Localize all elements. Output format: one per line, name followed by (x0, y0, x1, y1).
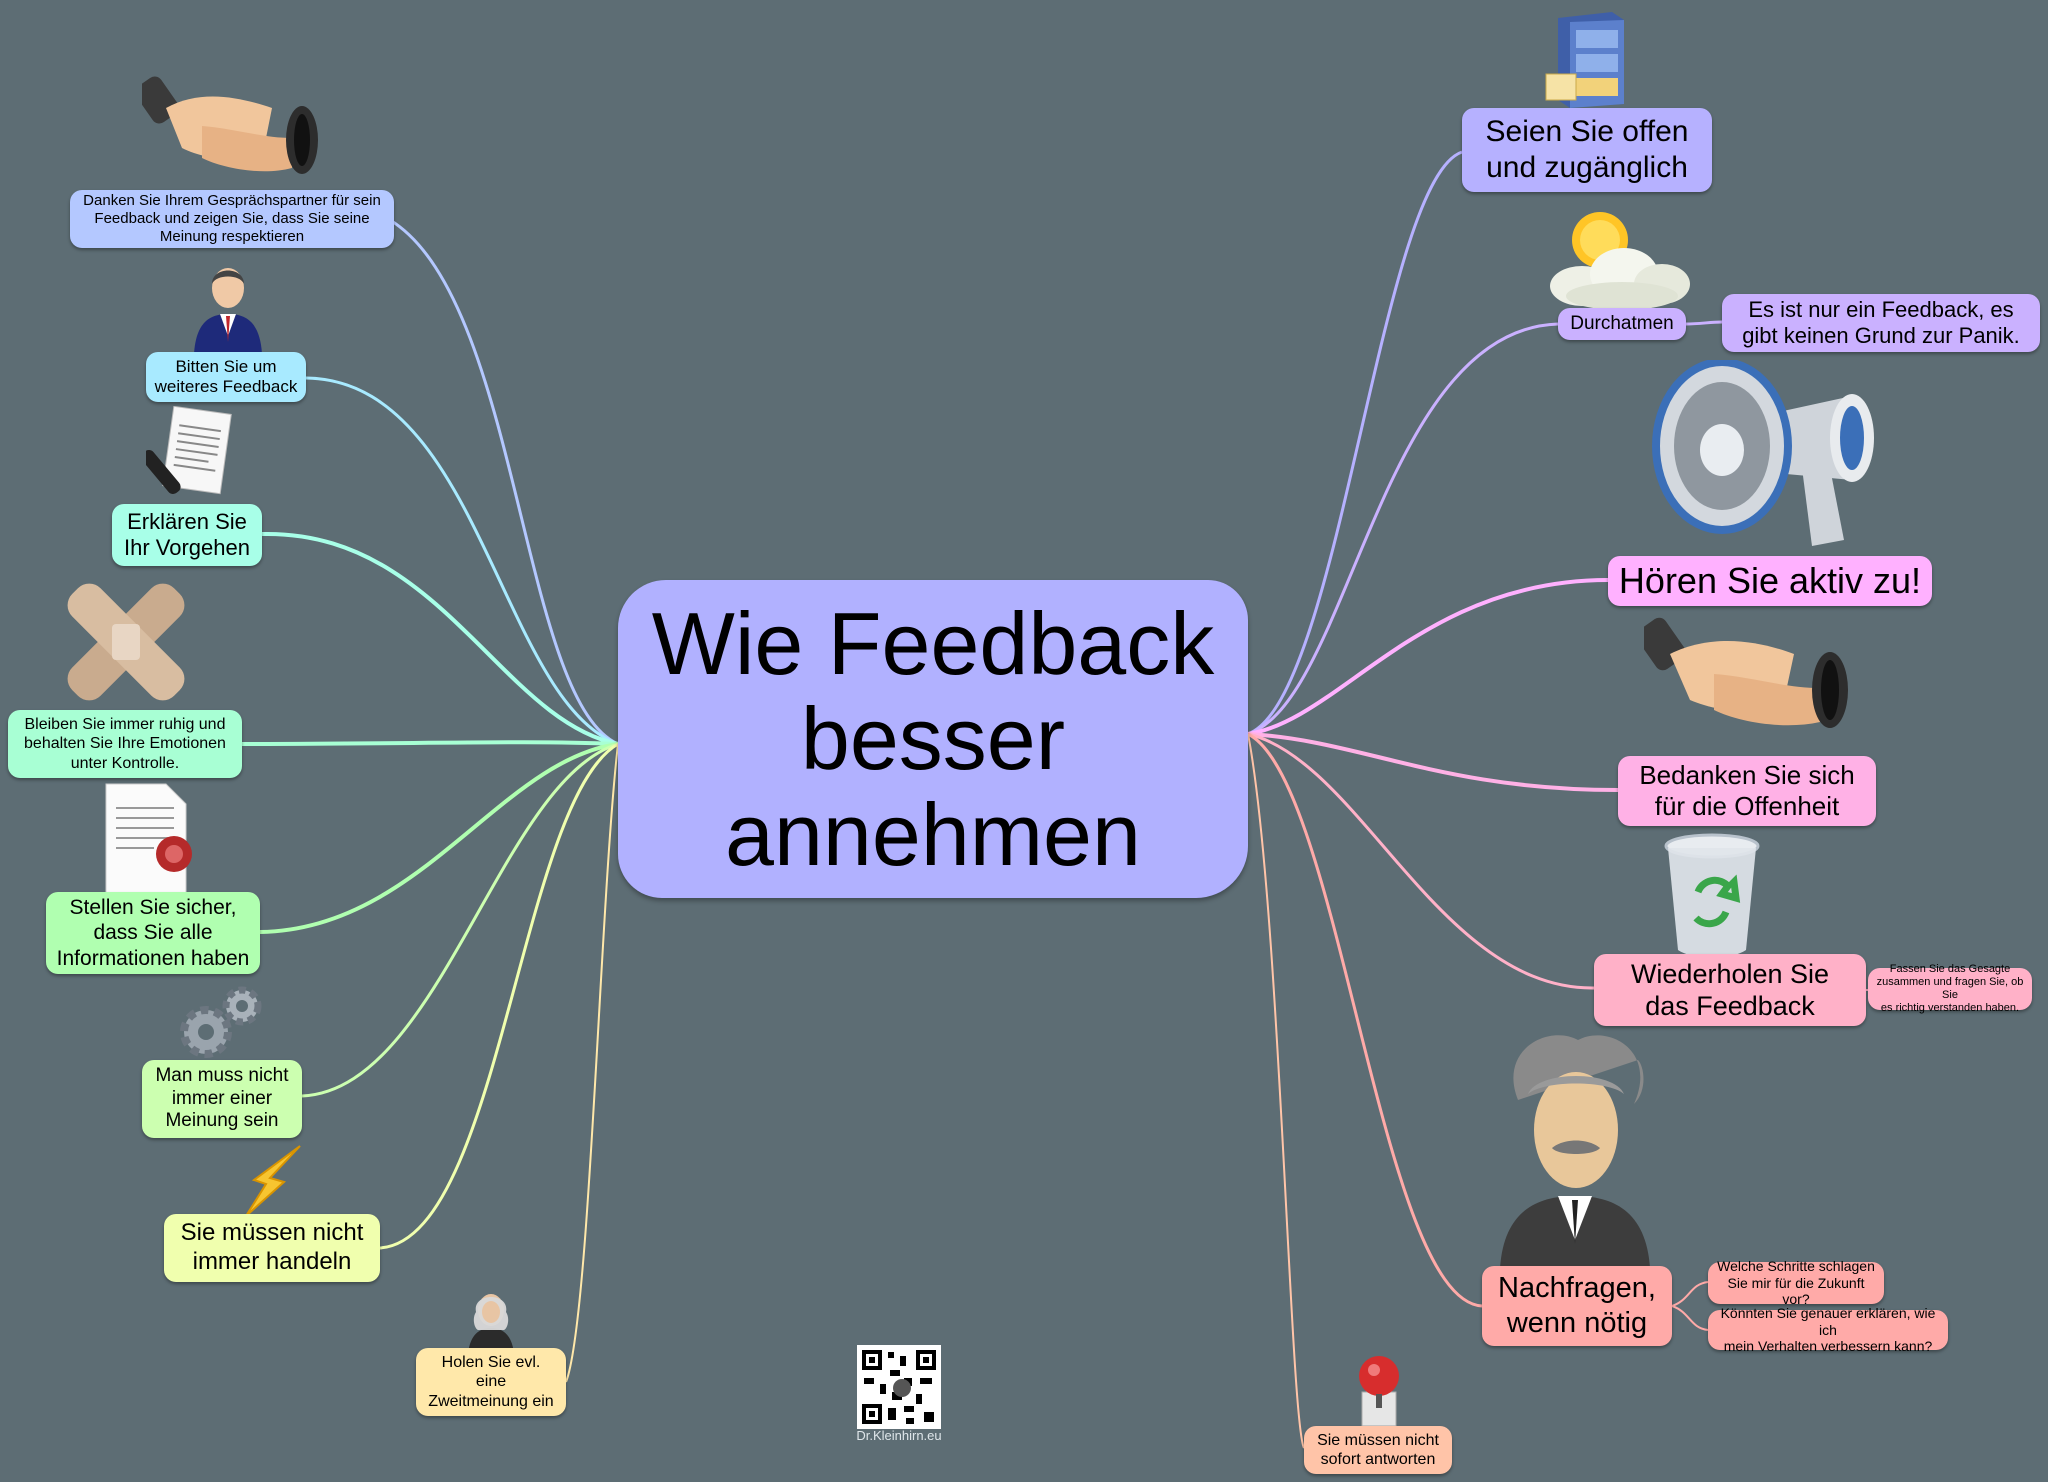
branch-right-repeat-feedback[interactable]: Wiederholen Sie das Feedback (1594, 954, 1866, 1026)
qr-code-icon (857, 1345, 941, 1429)
judge-icon (468, 1294, 514, 1354)
businessman-icon (194, 268, 262, 354)
connector-right-7 (1247, 733, 1305, 1449)
note-just-feedback[interactable]: Es ist nur ein Feedback, es gibt keinen … (1722, 294, 2040, 352)
handshake-icon-right (1644, 617, 1848, 728)
note-next-steps-question[interactable]: Welche Schritte schlagen Sie mir für die… (1708, 1258, 1884, 1307)
connector-left-6 (301, 742, 619, 1098)
einstein-icon (1500, 1035, 1650, 1268)
megaphone-icon (1652, 360, 1874, 546)
connector-left-3 (261, 531, 619, 746)
branch-left-stay-calm[interactable]: Bleiben Sie immer ruhig und behalten Sie… (8, 710, 242, 778)
central-topic[interactable]: Wie Feedback besser annehmen (618, 580, 1248, 898)
note-summarize[interactable]: Fassen Sie das Gesagte zusammen und frag… (1868, 963, 2032, 1014)
connector-left-2 (305, 376, 619, 746)
connector-right-3 (1247, 578, 1609, 736)
handshake-icon (142, 76, 318, 174)
connector-note-nachfragen-1 (1671, 1281, 1709, 1307)
lightning-icon (245, 1145, 301, 1217)
branch-left-no-need-to-act[interactable]: Sie müssen nicht immer handeln (164, 1214, 380, 1282)
branch-left-thank-partner[interactable]: Danken Sie Ihrem Gesprächspartner für se… (70, 190, 394, 248)
branch-right-no-immediate-answer[interactable]: Sie müssen nicht sofort antworten (1304, 1426, 1452, 1474)
branch-left-ask-more-feedback[interactable]: Bitten Sie um weiteres Feedback (146, 352, 306, 402)
recycle-bin-icon (1664, 833, 1760, 958)
branch-right-ask-if-needed[interactable]: Nachfragen, wenn nötig (1482, 1266, 1672, 1346)
branch-right-listen-actively[interactable]: Hören Sie aktiv zu! (1608, 556, 1932, 606)
connector-right-6 (1247, 732, 1483, 1308)
gears-icon (180, 986, 262, 1058)
connector-left-4 (241, 740, 619, 746)
connector-left-1 (389, 218, 619, 746)
branch-left-second-opinion[interactable]: Holen Sie evl. eine Zweitmeinung ein (416, 1348, 566, 1416)
connector-note-durchatmen (1685, 320, 1723, 326)
connector-right-5 (1247, 732, 1595, 990)
branch-left-explain-approach[interactable]: Erklären Sie Ihr Vorgehen (112, 504, 262, 566)
note-explain-more-question[interactable]: Könnten Sie genauer erklären, wie ich me… (1708, 1305, 1948, 1354)
qr-caption: Dr.Kleinhirn.eu (856, 1428, 942, 1443)
connector-left-5 (259, 742, 619, 934)
branch-left-disagree-ok[interactable]: Man muss nicht immer einer Meinung sein (142, 1060, 302, 1138)
branch-right-thank-for-openness[interactable]: Bedanken Sie sich für die Offenheit (1618, 756, 1876, 826)
alarm-bell-icon (1359, 1356, 1399, 1426)
connector-left-8 (565, 743, 619, 1383)
connector-right-2 (1247, 322, 1559, 736)
branch-right-be-open[interactable]: Seien Sie offen und zugänglich (1462, 108, 1712, 192)
certificate-icon (105, 783, 192, 895)
branch-right-breathe[interactable]: Durchatmen (1558, 308, 1686, 340)
sun-clouds-icon (1550, 212, 1690, 310)
connector-right-1 (1247, 150, 1463, 736)
filing-cabinet-icon (1545, 12, 1624, 108)
contract-pen-icon (146, 406, 232, 495)
branch-left-have-all-information[interactable]: Stellen Sie sicher, dass Sie alle Inform… (46, 892, 260, 974)
connector-note-nachfragen-2 (1671, 1305, 1709, 1331)
bandage-icon (67, 583, 185, 701)
connector-right-4 (1247, 732, 1619, 792)
connector-left-7 (379, 742, 619, 1250)
